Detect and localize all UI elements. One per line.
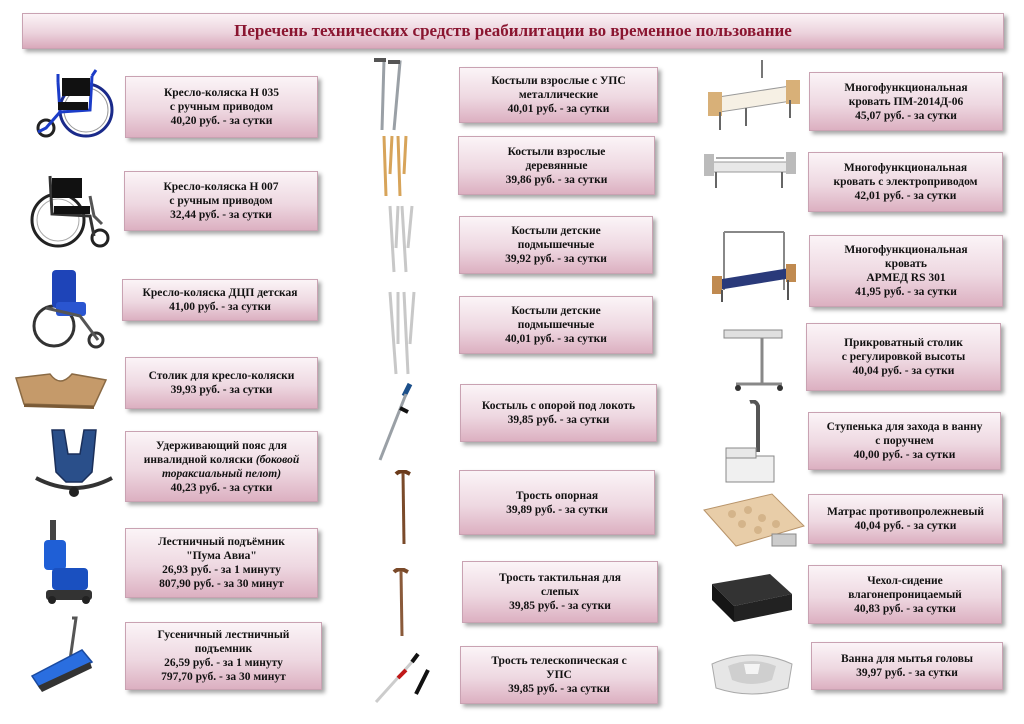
card-wheelchair-h035: Кресло-коляска Н 035 с ручным приводом 4… bbox=[125, 76, 318, 138]
restraint-belt-image bbox=[34, 428, 114, 502]
waterproof-seat-cover-image bbox=[710, 572, 794, 624]
metal-crutches-image bbox=[370, 58, 406, 132]
child-crutches-2-image bbox=[386, 290, 426, 376]
card-restraint-belt: Удерживающий пояс для инвалидной коляски… bbox=[125, 431, 318, 502]
wheelchair-h007-image bbox=[28, 166, 114, 250]
card-electric-bed: Многофункциональная кровать с электропри… bbox=[808, 152, 1003, 212]
card-telescopic-cane: Трость телескопическая с УПС 39,85 руб. … bbox=[460, 646, 658, 704]
card-metal-crutches: Костыли взрослые с УПС металлические 40,… bbox=[459, 67, 658, 123]
card-tracked-stair-lift: Гусеничный лестничный подъемник 26,59 ру… bbox=[125, 622, 322, 690]
card-tactile-cane: Трость тактильная для слепых 39,85 руб. … bbox=[462, 561, 658, 623]
card-wheelchair-h007: Кресло-коляска Н 007 с ручным приводом 3… bbox=[124, 171, 318, 231]
card-forearm-crutch: Костыль с опорой под локоть 39,85 руб. -… bbox=[460, 384, 657, 442]
card-bed-pm2014: Многофункциональная кровать ПМ-2014Д-06 … bbox=[809, 72, 1003, 131]
wheelchair-h035-image bbox=[28, 62, 114, 142]
tracked-stair-lift-image bbox=[26, 616, 106, 696]
card-wheelchair-tray: Столик для кресло-коляски 39,93 руб. - з… bbox=[125, 357, 318, 409]
card-waterproof-seat-cover: Чехол-сидение влагонепроницаемый 40,83 р… bbox=[808, 565, 1002, 624]
bath-step-image bbox=[722, 400, 778, 486]
child-crutches-image bbox=[386, 204, 416, 274]
card-stair-lift-puma: Лестничный подъёмник "Пума Авиа" 26,93 р… bbox=[125, 528, 318, 598]
telescopic-cane-image bbox=[372, 650, 432, 706]
card-child-crutches: Костыли детские подмышечные 39,92 руб. -… bbox=[459, 216, 653, 274]
wooden-crutches-image bbox=[380, 134, 410, 198]
tactile-cane-image bbox=[392, 568, 412, 638]
anti-bedsore-mattress-image bbox=[702, 490, 806, 552]
overbed-table-image bbox=[722, 326, 786, 392]
card-bath-step: Ступенька для захода в ванну с поручнем … bbox=[808, 412, 1001, 470]
card-walking-cane: Трость опорная 39,89 руб. - за сутки bbox=[459, 470, 655, 535]
page-title: Перечень технических средств реабилитаци… bbox=[234, 21, 792, 40]
card-wooden-crutches: Костыли взрослые деревянные 39,86 руб. -… bbox=[458, 136, 655, 195]
card-child-crutches-2: Костыли детские подмышечные 40,01 руб. -… bbox=[459, 296, 653, 354]
card-overbed-table: Прикроватный столик с регулировкой высот… bbox=[806, 323, 1001, 391]
walking-cane-image bbox=[394, 470, 414, 546]
title-banner: Перечень технических средств реабилитаци… bbox=[22, 13, 1004, 49]
armed-bed-image bbox=[710, 230, 796, 306]
electric-bed-image bbox=[702, 148, 798, 194]
hair-wash-basin-image bbox=[708, 644, 796, 700]
card-anti-bedsore-mattress: Матрас противопролежневый 40,04 руб. - з… bbox=[808, 494, 1003, 544]
child-wheelchair-image bbox=[32, 268, 112, 352]
wheelchair-tray-image bbox=[14, 370, 110, 410]
bed-pm2014-image bbox=[706, 58, 802, 136]
stair-lift-image bbox=[38, 518, 98, 606]
forearm-crutch-image bbox=[376, 382, 416, 462]
card-armed-bed: Многофункциональная кровать АРМЕД RS 301… bbox=[809, 235, 1003, 307]
card-hair-wash-basin: Ванна для мытья головы 39,97 руб. - за с… bbox=[811, 642, 1003, 690]
card-child-wheelchair: Кресло-коляска ДЦП детская 41,00 руб. - … bbox=[122, 279, 318, 321]
